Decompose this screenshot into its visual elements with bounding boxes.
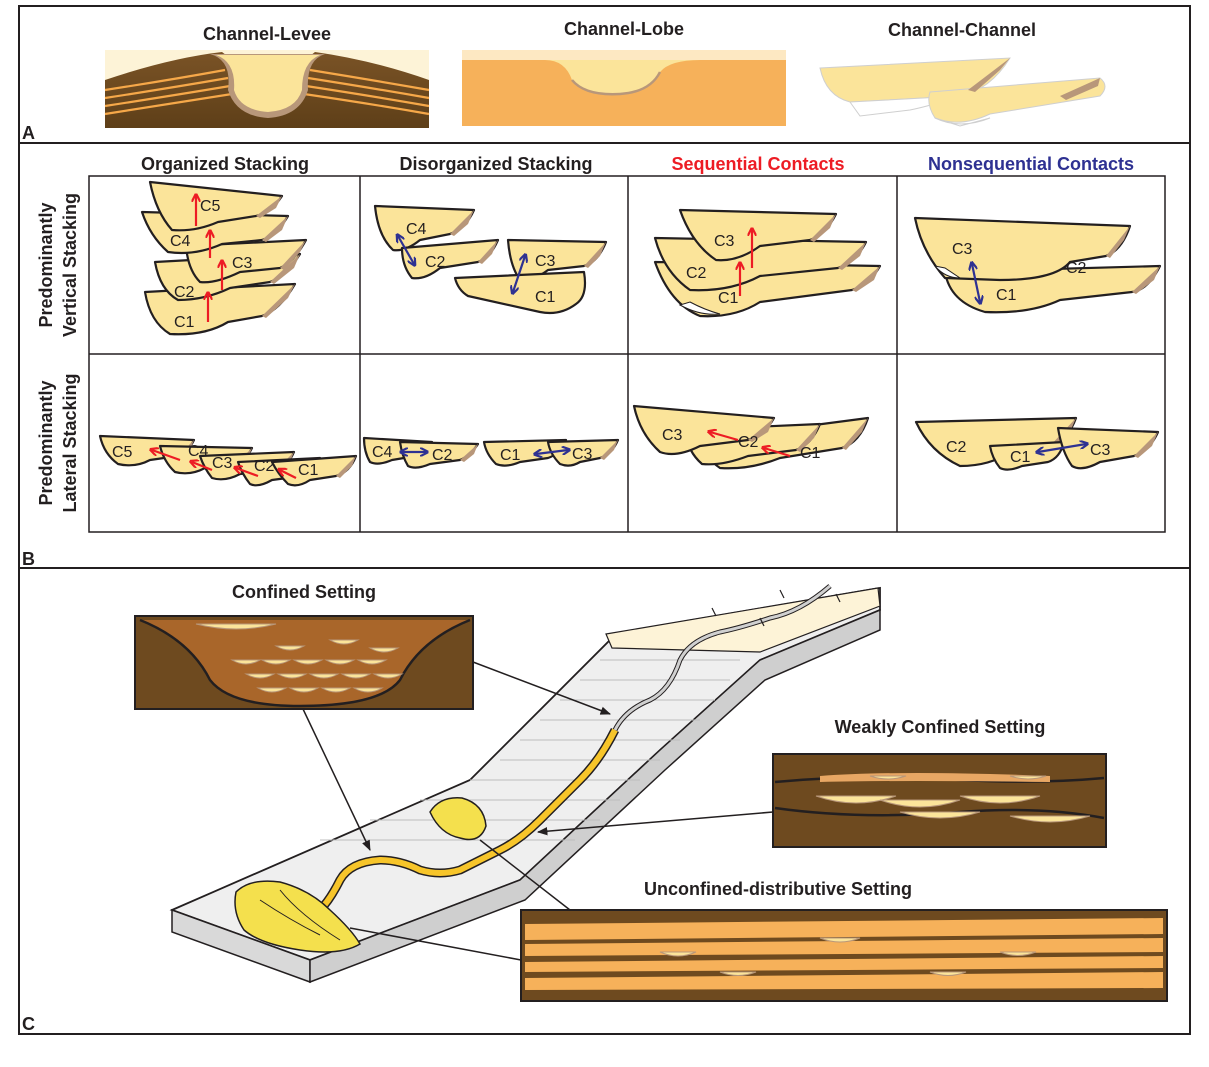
panel-c-letter: C <box>22 1014 35 1034</box>
nv-c3-label: C3 <box>952 241 973 258</box>
sv-c1-label: C1 <box>718 290 739 307</box>
ov-c4-label: C4 <box>170 233 191 250</box>
weakly-confined-inset <box>772 753 1107 848</box>
stacking-grid <box>88 175 1166 533</box>
sl-c3-label: C3 <box>662 427 683 444</box>
channel-lobe-title: Channel-Lobe <box>564 19 684 39</box>
sequential-vertical-cell: C3 C2 C1 <box>653 208 882 318</box>
unconfined-title: Unconfined-distributive Setting <box>644 879 912 899</box>
dv-c1-label: C1 <box>535 289 556 306</box>
panel-a-letter: A <box>22 123 35 143</box>
channel-levee-diagram <box>104 50 430 128</box>
sl-c2-label: C2 <box>738 434 759 451</box>
row-vertical-line2: Vertical Stacking <box>60 193 80 337</box>
channel-channel-title: Channel-Channel <box>888 20 1036 40</box>
nv-c2-label: C2 <box>1066 260 1087 277</box>
sv-c3-label: C3 <box>714 233 735 250</box>
col-organized-title: Organized Stacking <box>141 154 309 174</box>
col-nonsequential-title: Nonsequential Contacts <box>928 154 1134 174</box>
nl-c3-label: C3 <box>1090 442 1111 459</box>
dv-c4-label: C4 <box>406 221 427 238</box>
col-disorganized-title: Disorganized Stacking <box>399 154 592 174</box>
dl-c3-label: C3 <box>572 446 593 463</box>
ov-c5-label: C5 <box>200 198 221 215</box>
slope-block-diagram <box>169 584 881 984</box>
sl-c1-label: C1 <box>800 445 821 462</box>
unconfined-inset <box>520 909 1168 1002</box>
sequential-lateral-cell: C3 C2 C1 <box>632 404 870 470</box>
nonsequential-lateral-cell: C2 C1 C3 <box>914 416 1160 471</box>
dv-c3-label: C3 <box>535 253 556 270</box>
row-lateral-line2: Lateral Stacking <box>60 373 80 512</box>
ol-c3-label: C3 <box>212 455 233 472</box>
weakly-confined-title: Weakly Confined Setting <box>835 717 1046 737</box>
row-label-vertical: Predominantly Vertical Stacking <box>36 193 80 337</box>
channel-channel-diagram <box>819 57 1106 127</box>
dl-c4-label: C4 <box>372 444 393 461</box>
ol-c2-label: C2 <box>254 458 275 475</box>
nl-c2-label: C2 <box>946 439 967 456</box>
row-vertical-line1: Predominantly <box>36 202 56 327</box>
figure-border <box>18 5 1191 1035</box>
organized-lateral-cell: C5 C4 C3 C2 C1 <box>98 434 358 487</box>
ov-c1-label: C1 <box>174 314 195 331</box>
dv-c2-label: C2 <box>425 254 446 271</box>
nv-c1-label: C1 <box>996 287 1017 304</box>
channel-lobe-diagram <box>462 50 786 126</box>
dl-c1-label: C1 <box>500 447 521 464</box>
confined-setting-inset <box>134 615 474 710</box>
ov-c2-label: C2 <box>174 284 195 301</box>
ol-c4-label: C4 <box>188 443 209 460</box>
ov-c3-label: C3 <box>232 255 253 272</box>
row-lateral-line1: Predominantly <box>36 380 56 505</box>
nonsequential-vertical-cell: C3 C2 C1 <box>913 216 1162 314</box>
ol-c5-label: C5 <box>112 444 133 461</box>
panel-b-letter: B <box>22 549 35 569</box>
channel-levee-title: Channel-Levee <box>203 24 331 44</box>
disorganized-lateral-cell: C4 C2 C1 C3 <box>362 436 620 469</box>
confined-setting-title: Confined Setting <box>232 582 376 602</box>
organized-vertical-cell: C5 C4 C3 C2 C1 <box>140 180 308 336</box>
nl-c1-label: C1 <box>1010 449 1031 466</box>
row-label-lateral: Predominantly Lateral Stacking <box>36 373 80 512</box>
dl-c2-label: C2 <box>432 447 453 464</box>
col-sequential-title: Sequential Contacts <box>671 154 844 174</box>
ol-c1-label: C1 <box>298 462 319 479</box>
disorganized-vertical-cell: C4 C2 C3 C1 <box>373 204 608 315</box>
sv-c2-label: C2 <box>686 265 707 282</box>
leader-lines <box>302 661 774 961</box>
